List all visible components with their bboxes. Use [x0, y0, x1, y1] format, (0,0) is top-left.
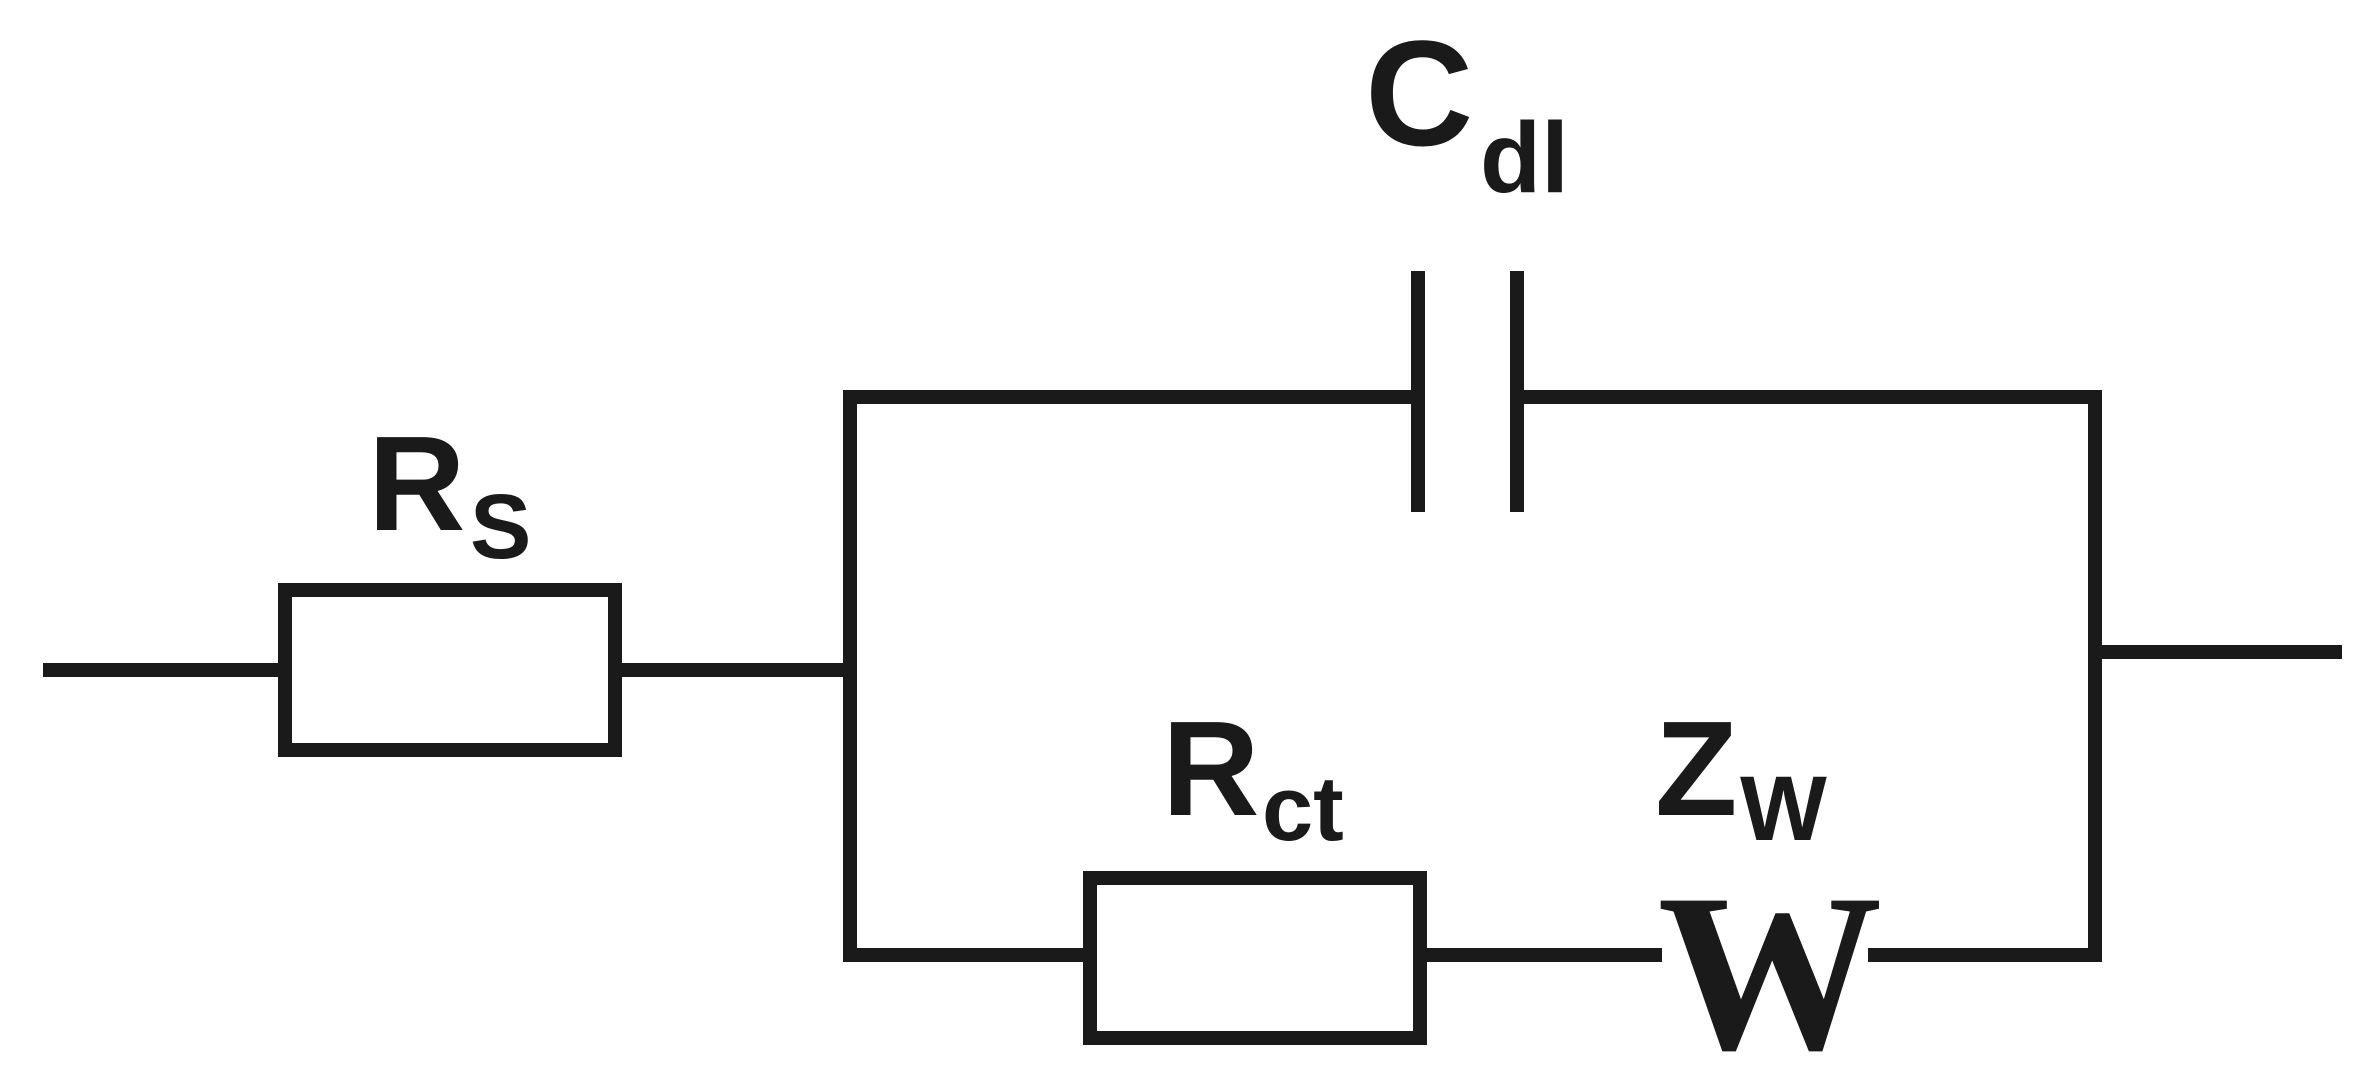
warburg-element-symbol: W: [1658, 847, 1883, 1073]
label-rs-sub: S: [470, 476, 531, 578]
label-rct-main: R: [1162, 693, 1260, 844]
label-rct-sub: ct: [1262, 758, 1344, 860]
resistor-rs: [278, 583, 622, 757]
label-cdl-main: C: [1365, 9, 1473, 177]
resistor-rct: [1083, 871, 1427, 1045]
label-rs-main: R: [368, 408, 466, 559]
label-rct: R ct: [1162, 693, 1344, 860]
label-rs: R S: [368, 408, 531, 578]
label-zw: Z W: [1655, 693, 1827, 860]
label-cdl-sub: dl: [1480, 102, 1569, 214]
label-zw-sub: W: [1740, 758, 1827, 860]
label-cdl: C dl: [1365, 9, 1569, 214]
label-zw-main: Z: [1655, 693, 1737, 844]
